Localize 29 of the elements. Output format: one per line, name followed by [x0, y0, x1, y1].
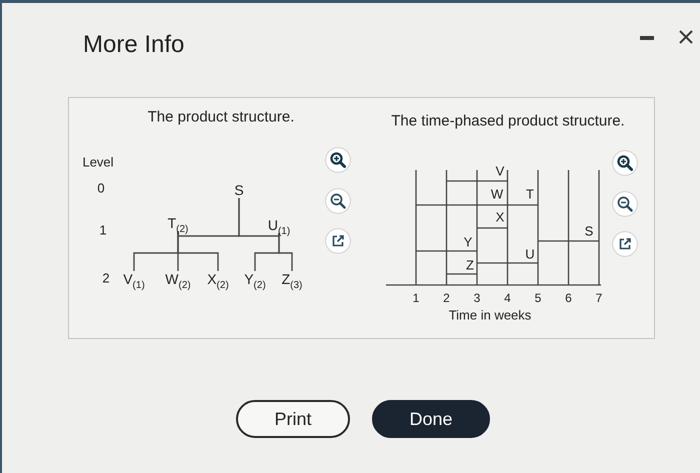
axis-title: Time in weeks — [448, 308, 532, 322]
level-number: 2 — [102, 270, 110, 286]
bar-label: U — [525, 246, 535, 262]
tick-label: 2 — [443, 291, 450, 305]
bar-label: S — [584, 224, 594, 238]
dialog-title: More Info — [83, 30, 184, 60]
level-heading: Level — [82, 154, 114, 170]
print-button: Print — [236, 400, 350, 438]
bar-label: T — [526, 186, 534, 202]
tick-label: 4 — [504, 291, 511, 305]
tick-label: 6 — [565, 291, 572, 305]
tree-connector — [238, 198, 280, 237]
bar-label: Y — [464, 234, 472, 250]
tick-label: 3 — [474, 291, 480, 305]
done-button: Done — [372, 400, 490, 438]
bar-label: Z — [466, 258, 474, 272]
tick-label: 1 — [412, 291, 420, 305]
panel-heading: The product structure. — [148, 108, 294, 126]
bar-label: W — [490, 186, 504, 202]
tree-connector — [278, 233, 293, 271]
bar-label: X — [496, 210, 504, 224]
panel-heading: The time-phased product structure. — [391, 112, 625, 130]
component-label: S — [234, 182, 244, 198]
tick-label: 7 — [596, 291, 602, 305]
tree-connector — [177, 231, 219, 271]
tick-label: 5 — [534, 291, 542, 305]
level-number: 1 — [99, 222, 107, 238]
level-number: 0 — [97, 180, 105, 196]
bar-label: V — [496, 164, 504, 178]
